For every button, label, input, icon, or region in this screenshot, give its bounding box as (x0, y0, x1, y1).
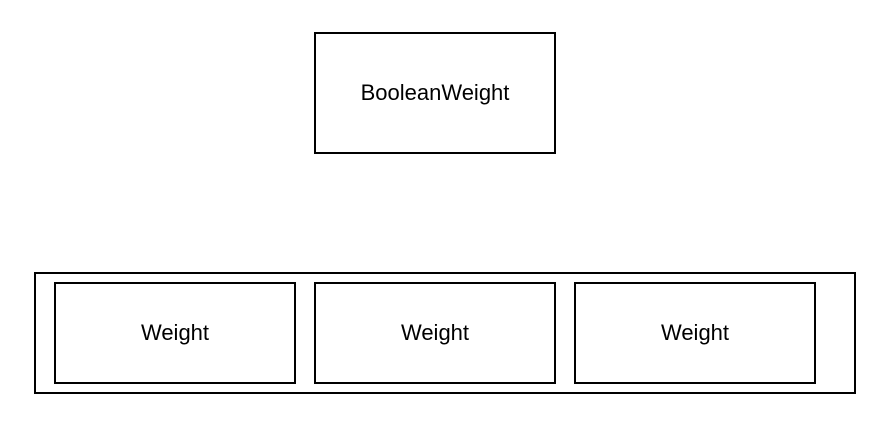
boolean-weight-node: BooleanWeight (314, 32, 556, 154)
weight-node-label: Weight (660, 320, 730, 345)
weight-node-1: Weight (54, 282, 296, 384)
boolean-weight-label: BooleanWeight (360, 80, 510, 105)
weight-node-3: Weight (574, 282, 816, 384)
weight-node-label: Weight (140, 320, 210, 345)
weight-node-label: Weight (400, 320, 470, 345)
weight-node-2: Weight (314, 282, 556, 384)
